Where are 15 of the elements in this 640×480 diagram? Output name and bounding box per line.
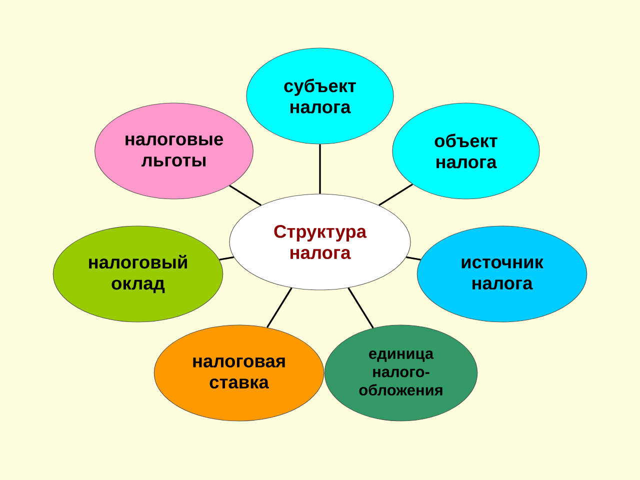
connector-line [348, 287, 374, 328]
connector-line [266, 287, 292, 328]
ellipse-node: налоговая ставка [154, 324, 324, 422]
connector-line [406, 256, 421, 261]
ellipse-node: Структура налога [229, 194, 411, 290]
connector-line [219, 256, 234, 261]
connector-line [229, 184, 262, 206]
ellipse-node: налоговые льготы [94, 102, 254, 200]
ellipse-node: единица налого- обложения [324, 324, 478, 422]
ellipse-node: налоговый оклад [52, 226, 224, 322]
ellipse-node: источник налога [416, 226, 588, 322]
connector-line [319, 144, 321, 194]
ellipse-node: субъект налога [246, 48, 394, 144]
ellipse-node: объект налога [392, 102, 540, 200]
connector-line [378, 184, 414, 206]
